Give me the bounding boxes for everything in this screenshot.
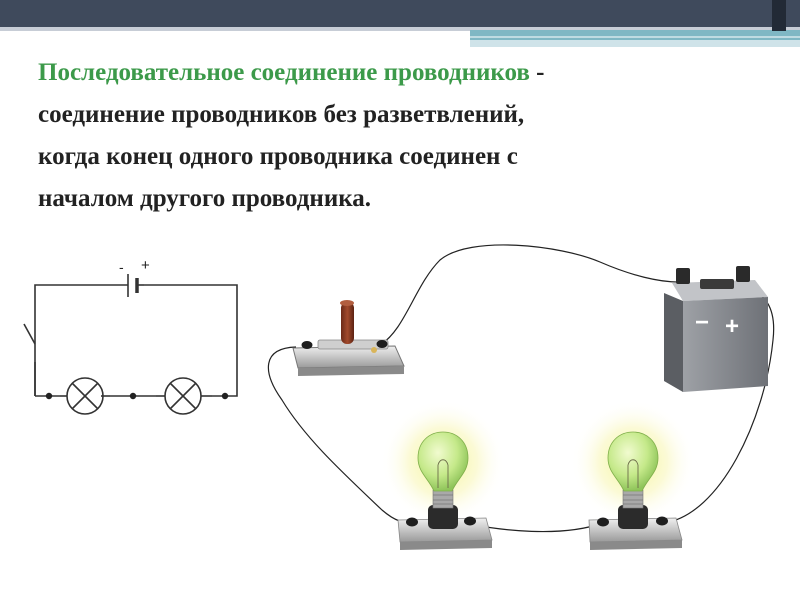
accent-strip [470, 30, 800, 40]
lamp-symbol-1-cross-b [71, 382, 99, 410]
switch-contact [371, 347, 377, 353]
lamp-1-screw-base [432, 489, 454, 509]
top-bar [0, 0, 800, 27]
battery-side [664, 293, 683, 392]
junction-dot-2 [129, 392, 137, 400]
schematic-plus-label: + [141, 257, 150, 274]
lamp-1-socket [428, 505, 458, 529]
lamp-1-terminal-right [464, 516, 476, 526]
battery-terminal-minus [676, 268, 690, 284]
lamp-2-filament [627, 459, 639, 488]
lamp-1 [381, 400, 505, 550]
switch-handle-top [340, 300, 354, 306]
lamp-1-filament [437, 459, 449, 488]
schematic-junctions [45, 392, 229, 400]
lamp-1-terminal-left [406, 517, 418, 527]
switch-blade [23, 323, 36, 345]
switch-handle [341, 302, 354, 344]
battery-terminal-plus [736, 266, 750, 282]
accent-strip-light [470, 40, 800, 47]
lamp-2-socket [618, 505, 648, 529]
lamp-2-terminal-right [656, 516, 668, 526]
battery-plus-label: + [725, 313, 739, 340]
junction-dot-3 [221, 392, 229, 400]
lamp-2-glass [607, 431, 659, 492]
battery-front [683, 297, 768, 392]
definition-term: Последовательное соединение проводников [38, 59, 530, 86]
switch-terminal-left [301, 341, 313, 349]
lamp-2-screw-base [622, 489, 644, 509]
battery: − + [664, 266, 768, 392]
lamp-2-base-edge [590, 540, 682, 550]
accent-line [470, 36, 800, 38]
battery-minus-label: − [695, 309, 709, 336]
definition-line-1: Последовательное соединение проводников … [38, 52, 778, 94]
lamp-1-screw-threads [433, 494, 453, 505]
dark-tab [772, 0, 786, 31]
schematic-diagram [23, 274, 238, 415]
definition-text: Последовательное соединение проводников … [38, 52, 778, 220]
junction-dot-1 [45, 392, 53, 400]
schematic-minus-label: - [119, 259, 124, 275]
lamp-2-screw-threads [623, 494, 643, 505]
lamp-2-terminal-left [597, 517, 609, 527]
battery-top [672, 280, 768, 301]
lamp-2 [571, 400, 695, 550]
wire-switch-to-battery [379, 244, 684, 346]
definition-dash: - [529, 59, 545, 86]
definition-line-2: соединение проводников без разветвлений, [38, 101, 525, 128]
battery-cap [700, 279, 734, 289]
schematic-wire-left-top [34, 284, 128, 396]
lamp-1-base-edge [400, 540, 492, 550]
lamp-1-glass [417, 431, 469, 492]
top-bar-shadow [0, 27, 800, 31]
definition-line-3: когда конец одного проводника соединен с [38, 143, 518, 170]
switch-base-edge [298, 366, 404, 376]
switch-terminal-right [376, 340, 388, 348]
wire-switch-to-lamp-1 [267, 346, 413, 523]
knife-switch [292, 300, 405, 376]
lamp-symbol-2-cross-b [169, 382, 197, 410]
definition-line-4: началом другого проводника. [38, 185, 372, 212]
